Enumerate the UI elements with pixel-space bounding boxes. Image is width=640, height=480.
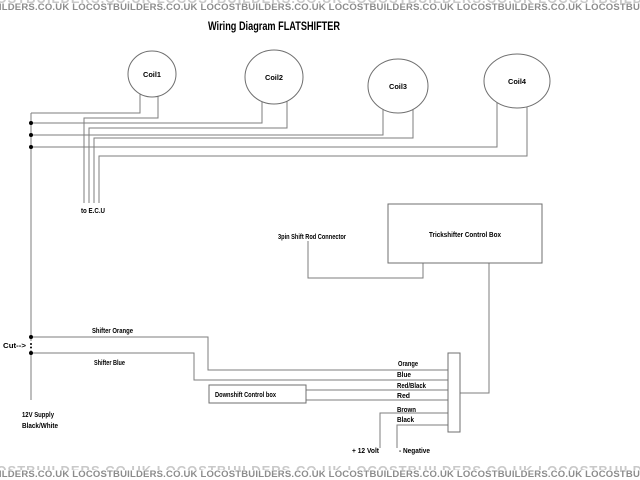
- watermark-bar-top: LOCOSTBUILDERS.CO.UK LOCOSTBUILDERS.CO.U…: [0, 0, 640, 14]
- wire-shifter-blue: [31, 353, 448, 380]
- cut-mark-dot: [30, 343, 32, 345]
- wire-coil1-supply: [31, 80, 140, 113]
- wire-coil3-ecu: [94, 95, 413, 203]
- wire-label-blue: Blue: [397, 370, 411, 379]
- trickshifter-box: [388, 204, 542, 263]
- shifter-blue-label: Shifter Blue: [94, 358, 125, 367]
- junction-dots: [29, 121, 33, 355]
- coil3-label: Coil3: [389, 82, 407, 91]
- shift-rod-connector-label: 3pin Shift Rod Connector: [278, 232, 346, 241]
- coil3-circle: [368, 59, 428, 113]
- coil2-label: Coil2: [265, 73, 283, 82]
- wire-label-red-black: Red/Black: [397, 381, 427, 390]
- connector-block: [448, 353, 460, 432]
- wire-coil4-supply: [31, 90, 497, 147]
- junction-dot: [29, 335, 33, 339]
- supply-label-line2: Black/White: [22, 421, 58, 430]
- wire-coil4-ecu: [99, 90, 527, 203]
- components: [128, 50, 550, 432]
- watermark-peaks-top: LOCOSTBUILDERS.CO.UK LOCOSTBUILDERS.CO.U…: [0, 0, 640, 6]
- watermark-text-top: LOCOSTBUILDERS.CO.UK LOCOSTBUILDERS.CO.U…: [0, 2, 640, 13]
- wire-black-negative: [397, 425, 448, 448]
- coil4-label: Coil4: [508, 77, 527, 86]
- coil4-circle: [484, 54, 550, 108]
- wire-label-red: Red: [397, 391, 410, 400]
- watermark-text-bottom: LOCOSTBUILDERS.CO.UK LOCOSTBUILDERS.CO.U…: [0, 469, 640, 480]
- downshift-box-label: Downshift Control box: [215, 390, 277, 399]
- wires: [31, 80, 527, 448]
- wire-shift-rod: [308, 241, 423, 278]
- junction-dot: [29, 145, 33, 149]
- supply-label-line1: 12V Supply: [22, 410, 55, 419]
- wire-shifter-orange: [31, 337, 448, 370]
- plus-12v-label: + 12 Volt: [352, 446, 379, 455]
- watermark-peaks-bottom: LOCOSTBUILDERS.CO.UK LOCOSTBUILDERS.CO.U…: [0, 464, 640, 470]
- watermark-bar-bottom: LOCOSTBUILDERS.CO.UK LOCOSTBUILDERS.CO.U…: [0, 464, 640, 480]
- wire-trickshifter-to-connector: [460, 263, 489, 393]
- wire-coil1-ecu: [84, 80, 158, 203]
- coil1-circle: [128, 51, 176, 97]
- cut-label: Cut-->: [3, 341, 27, 350]
- wire-label-brown: Brown: [397, 405, 416, 414]
- junction-dot: [29, 121, 33, 125]
- diagram-title: Wiring Diagram FLATSHIFTER: [208, 21, 341, 33]
- coil2-circle: [245, 50, 303, 104]
- coil1-label: Coil1: [143, 70, 161, 79]
- wire-brown-12v: [380, 413, 448, 448]
- downshift-box: [209, 385, 306, 403]
- to-ecu-label: to E.C.U: [81, 206, 105, 215]
- junction-dot: [29, 133, 33, 137]
- junction-dot: [29, 351, 33, 355]
- wire-label-black: Black: [397, 415, 415, 424]
- shifter-orange-label: Shifter Orange: [92, 326, 133, 335]
- negative-label: - Negative: [399, 446, 430, 455]
- wire-coil2-ecu: [89, 85, 287, 203]
- trickshifter-box-label: Trickshifter Control Box: [429, 230, 502, 239]
- wire-label-orange: Orange: [398, 359, 418, 368]
- cut-mark-dot: [30, 346, 32, 349]
